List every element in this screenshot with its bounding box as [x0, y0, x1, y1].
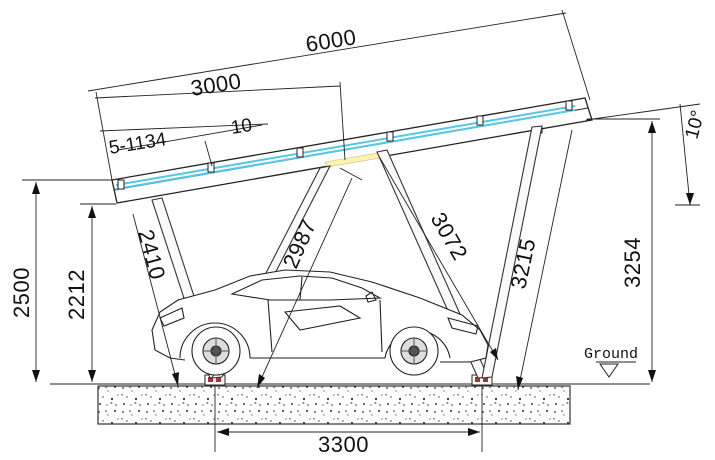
dim-total-length: 6000 — [304, 24, 358, 57]
foundation — [50, 374, 650, 425]
right-post — [481, 125, 543, 379]
dimension-lines — [22, 9, 701, 452]
ground-label: Ground — [584, 346, 638, 363]
dim-base-span: 3300 — [318, 432, 369, 457]
dim-right-height: 3254 — [620, 237, 645, 288]
dim-tilt-angle: 10° — [682, 108, 710, 141]
dim-gap: 10 — [229, 115, 253, 139]
solar-panel-assembly — [111, 97, 593, 204]
dim-module-spec: 5-1134 — [107, 129, 168, 159]
dim-left-height: 2500 — [9, 267, 34, 318]
dimension-arrows — [32, 121, 694, 436]
ground-marker: Ground — [584, 346, 638, 378]
car-silhouette — [151, 269, 489, 376]
rail-bottom — [115, 109, 576, 190]
concrete-slab — [97, 385, 571, 425]
rail-top — [115, 105, 576, 186]
dim-left-post-base-height: 2212 — [64, 269, 89, 320]
